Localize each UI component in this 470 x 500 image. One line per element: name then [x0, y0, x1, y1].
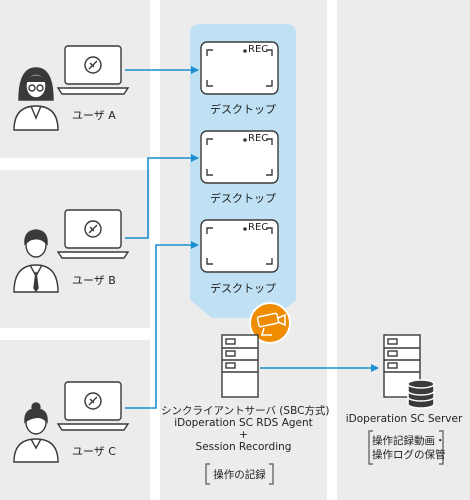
storage-note: 操作記録動画・ 操作ログの保管 [372, 434, 446, 462]
storage-note-line1: 操作記録動画・ [372, 435, 446, 447]
thin-client-title: シンクライアントサーバ (SBC方式) [161, 405, 330, 417]
laptop-icon [56, 45, 130, 95]
person-icon [13, 229, 59, 293]
caption-brackets [205, 430, 444, 485]
desktop-2 [200, 130, 279, 184]
user-label: ユーザ A [72, 109, 116, 122]
rec-indicator: REC [248, 44, 269, 55]
camera-icon [249, 302, 291, 344]
person-icon [13, 402, 59, 463]
user-label: ユーザ B [72, 274, 116, 287]
desktop-1 [200, 41, 279, 95]
agent-name: iDoperation SC RDS Agent [174, 417, 313, 429]
users-panel-b [0, 170, 150, 328]
database-icon [407, 379, 435, 409]
sc-server-name: iDoperation SC Server [345, 413, 463, 425]
desktop-label: デスクトップ [210, 192, 276, 205]
laptop-icon [56, 381, 130, 431]
desktop-label: デスクトップ [210, 282, 276, 295]
arrow-user-c [125, 241, 199, 409]
operation-record-note: 操作の記録 [213, 469, 266, 481]
user-label: ユーザ C [72, 445, 116, 458]
plus-sign: + [239, 429, 248, 441]
laptop-icon [56, 209, 130, 259]
person-icon [13, 67, 59, 131]
rec-indicator: REC [248, 222, 269, 233]
desktop-3 [200, 219, 279, 273]
storage-note-line2: 操作ログの保管 [372, 449, 446, 461]
rec-indicator: REC [248, 133, 269, 144]
session-recording: Session Recording [195, 441, 292, 453]
desktop-label: デスクトップ [210, 103, 276, 116]
connection-arrows [125, 66, 379, 409]
server-icon [221, 334, 259, 398]
thin-client-caption: シンクライアントサーバ (SBC方式) iDoperation SC RDS A… [161, 405, 330, 453]
sc-server-column [337, 0, 470, 500]
arrow-user-b [125, 154, 199, 239]
